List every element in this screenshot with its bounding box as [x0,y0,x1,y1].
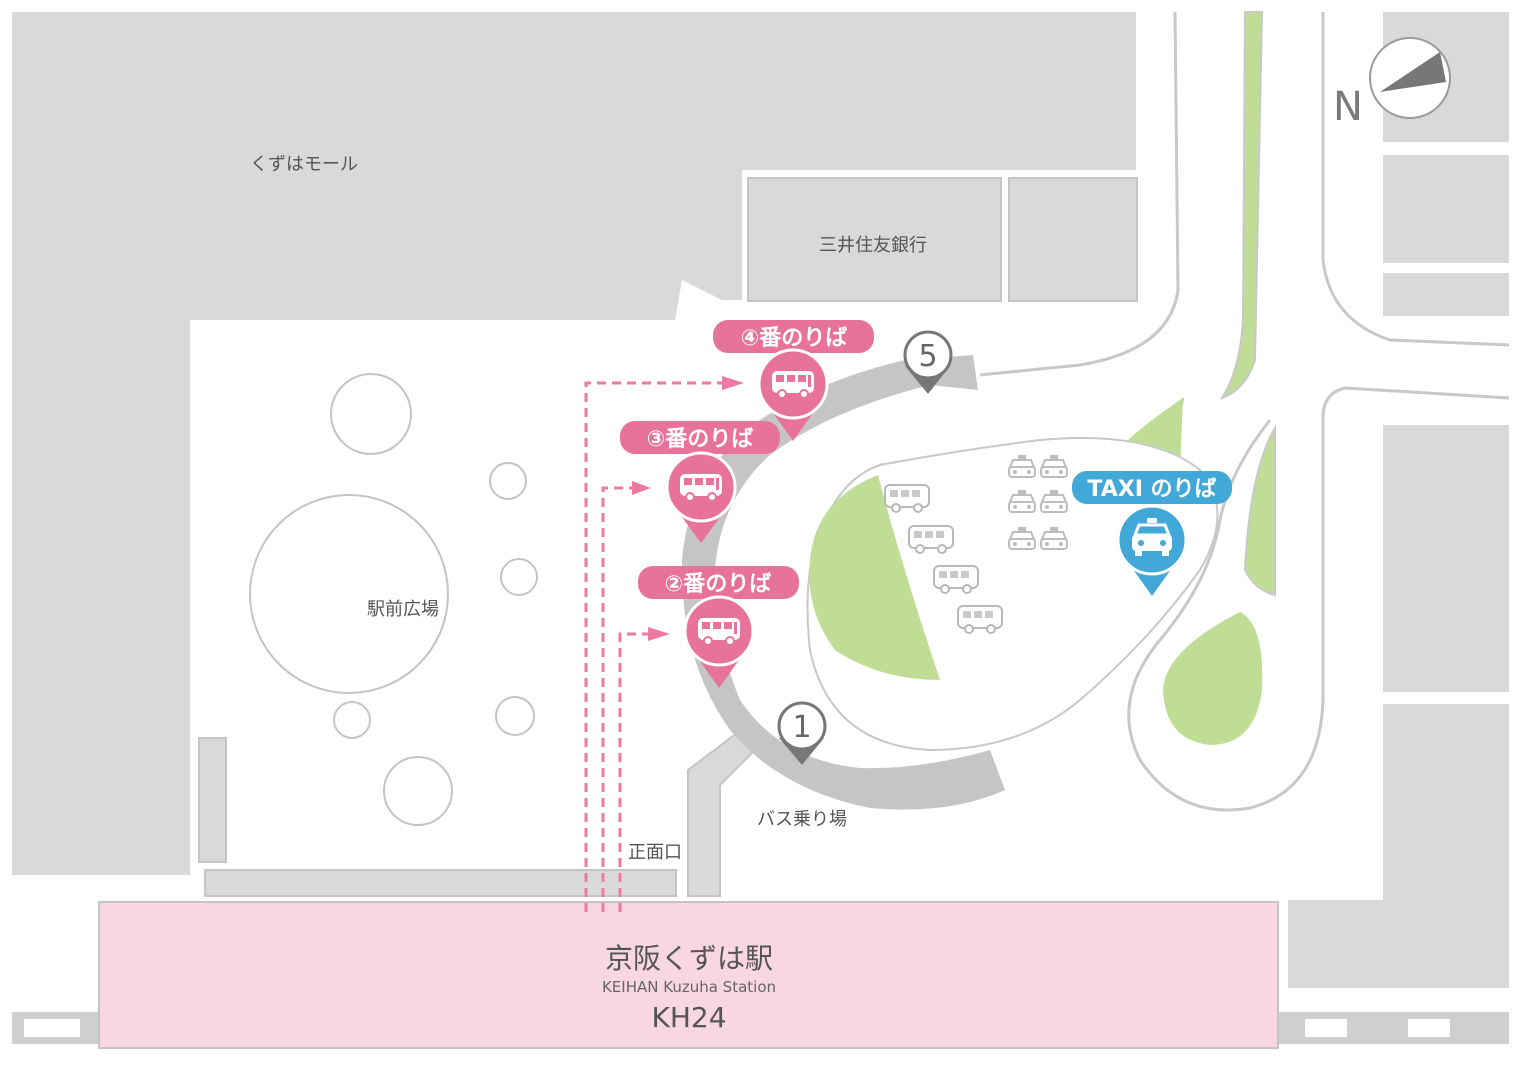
bus-area-label: バス乗り場 [757,809,847,830]
stop-5-marker[interactable]: 5 [903,330,953,394]
taxi-stand-label: TAXI のりば [1087,477,1216,502]
green-roundabout [1163,612,1263,745]
station-code: KH24 [651,1001,726,1034]
walking-routes [584,381,722,912]
east-building-3 [1383,273,1509,316]
island-lawn [809,475,940,680]
canopy-platform [204,869,677,897]
bus-stop-4-label: ④番のりば [741,326,848,351]
bus-stop-4-pin[interactable]: ④番のりば [713,320,874,441]
station-building [98,901,1279,1049]
stop-5-label: 5 [918,339,937,374]
taxi-icon [1132,518,1172,556]
east-building-2 [1383,155,1509,263]
bus-stop-2-label: ②番のりば [665,572,772,597]
route-arrowheads [632,376,744,641]
bus-stop-3-label: ③番のりば [647,427,754,452]
plaza-label: 駅前広場 [367,599,439,620]
bank-building [747,177,1002,302]
station-name-en: KEIHAN Kuzuha Station [602,978,776,996]
compass-label: N [1333,84,1363,130]
stop-1-marker[interactable]: 1 [777,701,827,765]
bus-stop-2-pin[interactable]: ②番のりば [638,566,799,688]
taxi-stand-pin[interactable]: TAXI のりば [1072,471,1232,596]
plaza-circles [249,373,538,826]
bus-loop-road [681,355,1005,810]
east-building-4 [1383,425,1509,692]
east-building-5 [1288,704,1509,988]
mall-label: くずはモール [250,154,358,175]
green-strip [1219,11,1264,400]
stop-1-label: 1 [792,710,811,745]
bus-stop-3-pin[interactable]: ③番のりば [620,421,780,543]
station-name-ja: 京阪くずは駅 [605,942,773,975]
green-wedge-east [1243,424,1276,597]
shelter-west [198,737,227,863]
bank-label: 三井住友銀行 [819,235,927,256]
main-entrance-label: 正面口 [628,842,682,863]
compass-icon [1369,37,1451,119]
building-annex [1008,177,1138,302]
